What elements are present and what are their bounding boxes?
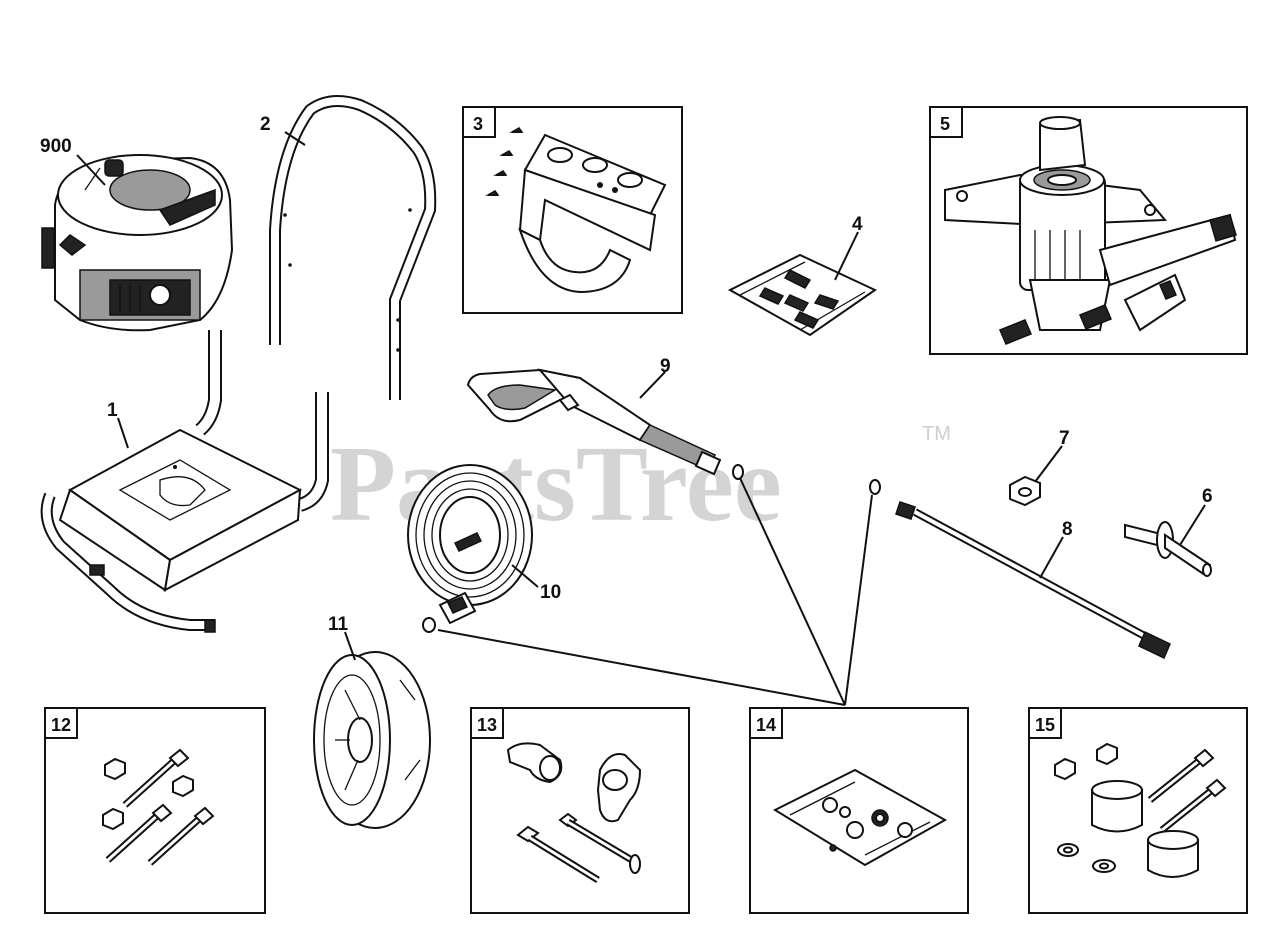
- callout-6: 6: [1202, 486, 1213, 507]
- callout-labels: 900 2 3 4 5 1 9 7 6 8 10 11 12 13 14 15: [40, 114, 1213, 735]
- foot-kit-box[interactable]: [1028, 707, 1248, 914]
- knob-kit-box[interactable]: [470, 707, 690, 914]
- callout-4: 4: [852, 214, 863, 235]
- callout-13: 13: [477, 715, 497, 735]
- bolt-kit-box[interactable]: [44, 707, 266, 914]
- leader-lines: [76, 131, 1206, 706]
- callout-9: 9: [660, 356, 671, 377]
- watermark: PartsTree TM: [330, 423, 951, 544]
- callout-15: 15: [1035, 715, 1055, 735]
- callout-1: 1: [107, 400, 118, 421]
- hose-icon[interactable]: [407, 464, 533, 633]
- callout-2: 2: [260, 114, 271, 135]
- o-ring-kit-box[interactable]: [749, 707, 969, 914]
- callout-14: 14: [756, 715, 776, 735]
- handle-icon[interactable]: [269, 95, 437, 400]
- callout-900: 900: [40, 136, 72, 157]
- callout-8: 8: [1062, 519, 1073, 540]
- pump-box[interactable]: [929, 106, 1248, 355]
- axle-icon[interactable]: [1124, 521, 1212, 577]
- callout-3: 3: [473, 114, 483, 134]
- callout-7: 7: [1059, 428, 1070, 449]
- wand-icon[interactable]: [869, 479, 1171, 660]
- wheel-icon[interactable]: [313, 651, 431, 829]
- callout-10: 10: [540, 582, 561, 603]
- callout-11: 11: [328, 614, 349, 635]
- screw-icon: [485, 127, 524, 196]
- callout-5: 5: [940, 114, 950, 134]
- callout-12: 12: [51, 715, 71, 735]
- engine-icon[interactable]: [41, 154, 234, 332]
- base-frame-icon[interactable]: [40, 330, 329, 633]
- watermark-text: PartsTree: [330, 425, 782, 544]
- watermark-trademark: TM: [922, 423, 951, 445]
- nozzle-kit-icon[interactable]: [727, 253, 878, 337]
- nut-icon[interactable]: [1009, 475, 1041, 507]
- spray-gun-icon[interactable]: [466, 368, 744, 480]
- bracket-kit-box[interactable]: [462, 106, 683, 314]
